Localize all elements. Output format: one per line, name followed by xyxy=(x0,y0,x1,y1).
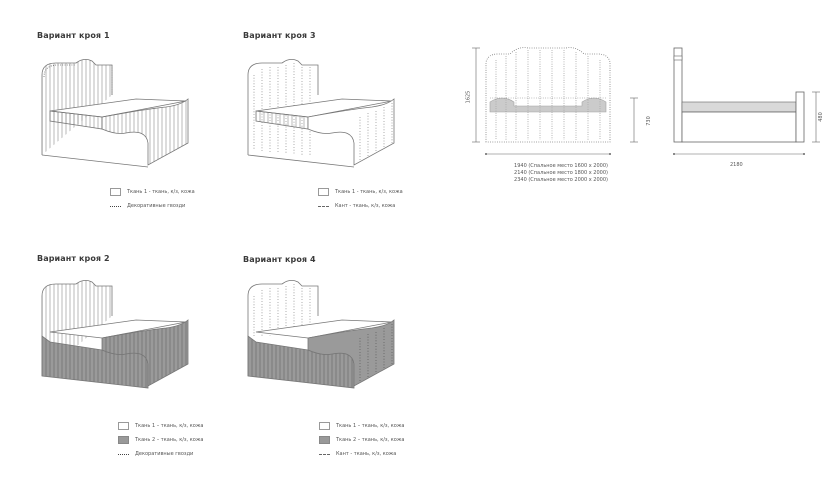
frame-height-label: 730 xyxy=(645,116,652,126)
dotted-line-icon xyxy=(118,453,129,455)
bed-variant-4-drawing xyxy=(247,280,395,389)
fabric-1-swatch xyxy=(110,188,121,196)
legend-label: Декоративные гвозди xyxy=(127,203,186,209)
fabric-2-swatch xyxy=(118,436,129,444)
legend-label: Декоративные гвозди xyxy=(135,451,194,457)
legend-label: Ткань 2 – ткань, к/з, кожа xyxy=(336,437,405,443)
variant-2-title: Вариант кроя 2 xyxy=(37,254,110,263)
legend-label: Кант - ткань, к/з, кожа xyxy=(336,451,397,457)
dashed-line-icon xyxy=(318,205,329,207)
fabric-1-swatch xyxy=(319,422,330,430)
headboard-front-elevation xyxy=(472,47,638,155)
variant-3-title: Вариант кроя 3 xyxy=(243,31,316,40)
side-height-label: 480 xyxy=(817,112,824,122)
legend-label: Кант - ткань, к/з, кожа xyxy=(335,203,396,209)
variant-1-title: Вариант кроя 1 xyxy=(37,31,110,40)
bed-variant-3-drawing xyxy=(247,59,395,168)
fabric-2-swatch xyxy=(319,436,330,444)
bed-variant-1-drawing xyxy=(41,59,189,168)
width-option-2: 2140 (Спальное место 1800 х 2000) xyxy=(514,170,608,176)
width-option-3: 2340 (Спальное место 2000 х 2000) xyxy=(514,177,608,183)
fabric-1-swatch xyxy=(118,422,129,430)
legend-label: Ткань 1 - ткань, к/з, кожа xyxy=(127,189,195,195)
dashed-line-icon xyxy=(319,453,330,455)
width-option-1: 1940 (Спальное место 1600 х 2000) xyxy=(514,163,608,169)
legend-label: Ткань 1 - ткань, к/з, кожа xyxy=(335,189,403,195)
legend-label: Ткань 1 – ткань, к/з, кожа xyxy=(336,423,405,429)
variant-4-title: Вариант кроя 4 xyxy=(243,255,316,264)
bed-variant-2-drawing xyxy=(41,280,189,389)
length-label: 2180 xyxy=(730,162,743,168)
legend-label: Ткань 1 – ткань, к/з, кожа xyxy=(135,423,204,429)
headboard-height-label: 1625 xyxy=(465,90,472,104)
legend-label: Ткань 2 – ткань, к/з, кожа xyxy=(135,437,204,443)
dotted-line-icon xyxy=(110,205,121,207)
fabric-1-swatch xyxy=(318,188,329,196)
bed-side-elevation xyxy=(673,47,820,155)
